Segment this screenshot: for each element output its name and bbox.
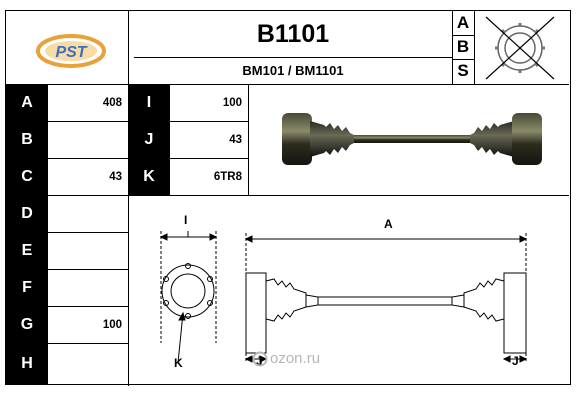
drive-shaft-photo [282,113,542,165]
spec-value-d [48,195,128,232]
dim-label-j-right: J [512,354,519,368]
abs-letter-a: A [456,13,470,32]
spec-letter-c: C [6,158,48,195]
spec-letter-g: G [6,306,48,343]
drive-shaft-diagram [159,231,528,364]
spec-letter-d: D [6,195,48,232]
part-references: BM101 / BM1101 [242,63,344,78]
spec-letter-e: E [6,232,48,269]
spec-value-e [48,232,128,269]
spec-letter-k: K [128,158,170,195]
brand-logo: PST [36,34,106,68]
spec-letter-j: J [128,121,170,158]
abs-ring-crossed-icon [485,16,555,80]
abs-letter-s: S [457,61,469,80]
part-code: B1101 [256,19,330,48]
spec-value-g: 100 [102,318,122,331]
spec-value-i: 100 [222,96,242,109]
spec-letter-a: A [6,84,48,121]
spec-letter-b: B [6,121,48,158]
spec-value-a: 408 [102,96,122,109]
watermark-text: ozon.ru [270,350,321,367]
spec-letter-f: F [6,269,48,306]
spec-letter-i: I [128,84,170,121]
ozon-watermark: ozon.ru [252,350,320,367]
dim-label-i: I [184,213,188,227]
spec-value-j: 43 [229,133,242,146]
spec-value-f [48,269,128,306]
spec-value-c: 43 [109,170,122,183]
spec-value-k: 6TR8 [213,170,242,183]
dim-label-j-left: J [256,354,263,368]
ozon-logo-icon [252,351,268,366]
dim-label-k: K [174,356,183,370]
abs-letter-b: B [456,37,470,56]
spec-value-b [48,121,128,158]
spec-letter-h: H [6,343,48,385]
svg-text:PST: PST [55,44,87,61]
spec-sheet: PST B1101 BM101 / BM1101 A B S A [5,10,571,386]
dim-label-a: A [384,217,393,231]
spec-value-h [48,343,128,385]
